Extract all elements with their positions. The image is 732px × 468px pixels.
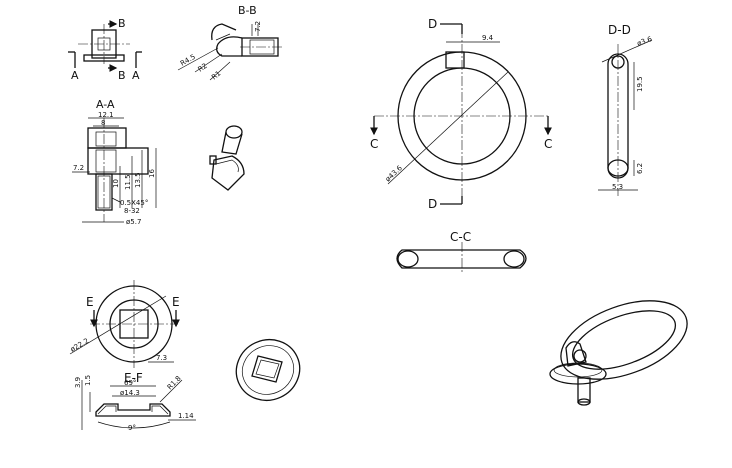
section-cc: C-C — [396, 230, 527, 272]
label-d-top: D — [428, 17, 437, 31]
label-bb: B-B — [238, 4, 257, 17]
dim-dia143: ø14.3 — [120, 389, 140, 397]
dim-r45: R4.5 — [179, 53, 197, 68]
dim-15: 1.5 — [84, 375, 92, 386]
label-a-right: A — [132, 69, 140, 82]
section-aa: A-A 12.1 8 7.2 10 11.5 13.5 16 0.5X45° 8… — [72, 98, 157, 226]
section-ef: E-F 69° ø14.3 3.9 1.5 R1.8 1.14 9° — [74, 371, 196, 432]
dim-121: 12.1 — [98, 111, 114, 119]
dim-69deg: 69° — [124, 379, 136, 387]
dim-dia57: ø5.7 — [126, 218, 141, 226]
dim-thread: 8-32 — [124, 207, 140, 215]
dim-62: 6.2 — [636, 163, 644, 174]
label-e-right: E — [172, 295, 180, 309]
label-c-left: C — [370, 137, 378, 151]
dim-9deg: 9° — [128, 424, 136, 432]
label-ef: E-F — [124, 371, 143, 385]
dim-8: 8 — [101, 119, 105, 127]
label-a-left: A — [71, 69, 79, 82]
dim-r2: R2 — [197, 62, 209, 74]
ring-front-view: D D C C 9.4 ø43.6 — [370, 17, 552, 211]
dim-10: 10 — [112, 179, 120, 188]
iso-washer — [235, 338, 301, 402]
dim-aa-72: 7.2 — [73, 164, 84, 172]
top-left-view: B A B A — [68, 17, 142, 82]
dim-dia36: ø3.6 — [636, 35, 654, 48]
dim-bb-72: 7.2 — [254, 21, 262, 32]
section-dd: D-D ø3.6 19.5 6.2 5.3 — [598, 23, 654, 196]
dim-dia222: ø22.2 — [69, 337, 90, 354]
label-b-top: B — [118, 17, 126, 30]
label-dd: D-D — [608, 23, 631, 37]
label-cc: C-C — [450, 230, 471, 244]
section-bb: B-B R4.5 R2 R1 7.2 — [177, 4, 282, 82]
label-aa: A-A — [96, 98, 115, 111]
iso-part-small — [209, 125, 245, 191]
dim-195: 19.5 — [636, 76, 644, 92]
dim-114: 1.14 — [178, 412, 194, 420]
dim-94: 9.4 — [482, 34, 494, 42]
iso-assembly — [549, 300, 688, 406]
view-e: E E ø22.2 7.3 — [69, 280, 180, 368]
dim-115: 11.5 — [124, 174, 132, 190]
dim-73: 7.3 — [156, 354, 167, 362]
label-b-bottom: B — [118, 69, 126, 82]
dim-r18: R1.8 — [166, 374, 183, 391]
dim-39: 3.9 — [74, 377, 82, 388]
dim-135: 13.5 — [134, 172, 142, 188]
dim-53: 5.3 — [612, 183, 623, 191]
label-c-right: C — [544, 137, 552, 151]
dim-chamfer: 0.5X45° — [120, 199, 148, 207]
label-e-left: E — [86, 295, 94, 309]
label-d-bottom: D — [428, 197, 437, 211]
dim-16: 16 — [148, 169, 156, 178]
dim-r1: R1 — [210, 69, 222, 81]
dim-dia436: ø43.6 — [384, 164, 404, 184]
